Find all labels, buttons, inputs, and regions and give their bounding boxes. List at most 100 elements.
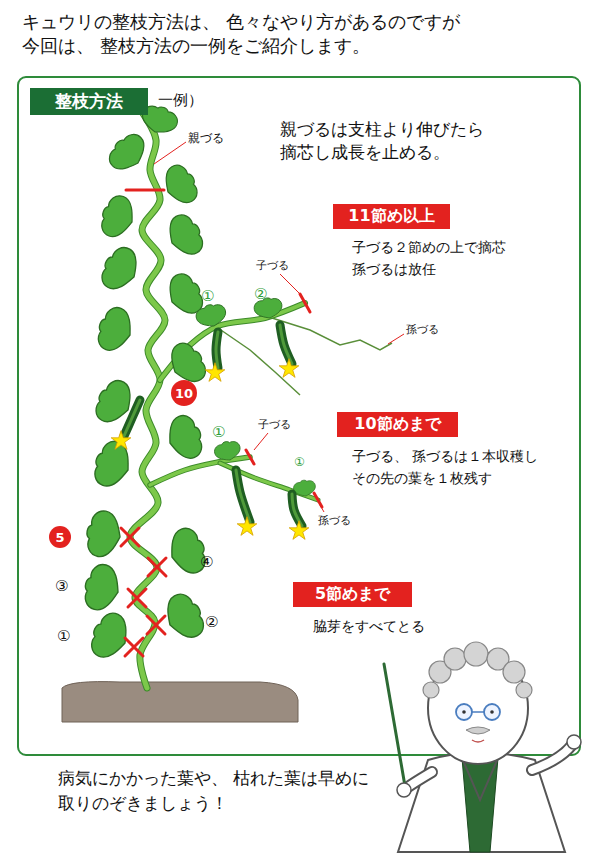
flower-star — [205, 363, 225, 382]
leader-line — [388, 334, 404, 344]
cut-x — [128, 589, 146, 607]
leaf — [213, 438, 243, 463]
intro-text: キュウリの整枝方法は、 色々なやり方があるのですが 今回は、 整枝方法の一例をご… — [22, 10, 477, 59]
callout-number: ① — [294, 454, 305, 471]
part-name: 孫づる — [406, 322, 439, 337]
node-marker: 5 — [49, 526, 71, 548]
callout-number: ① — [212, 422, 225, 443]
section-header: 整枝方法 — [30, 88, 148, 115]
callout-number: ③ — [55, 576, 68, 597]
doctor-character — [384, 642, 581, 852]
leaf — [95, 242, 145, 296]
leaf — [162, 210, 209, 262]
hair — [464, 642, 488, 666]
stage-band: 5節めまで — [293, 582, 412, 607]
hair — [444, 648, 466, 670]
glasses — [456, 704, 472, 720]
pointer-stick — [384, 664, 406, 792]
flower-star — [279, 359, 299, 378]
node-text: 10 — [175, 386, 193, 401]
cut-x — [125, 638, 143, 656]
cucumber-highlight — [280, 325, 292, 364]
arm — [532, 745, 572, 770]
leaf — [103, 128, 152, 177]
node-text: 5 — [55, 530, 64, 545]
hand — [397, 783, 411, 797]
glasses — [484, 704, 500, 720]
soil — [62, 682, 298, 722]
cucumber-highlight — [236, 470, 250, 522]
cut-x — [148, 558, 166, 576]
glasses-bridge — [472, 711, 484, 713]
part-name: 孫づる — [318, 513, 351, 528]
part-name: 子づる — [258, 417, 291, 432]
node-text: 10節めまで — [354, 414, 440, 435]
callout-number: ④ — [200, 552, 213, 573]
eye — [490, 710, 494, 714]
leaf — [92, 303, 137, 355]
callout-number: ① — [201, 286, 214, 307]
leader-line — [280, 274, 300, 294]
flower-star — [111, 431, 131, 450]
grandchild-vine — [218, 328, 300, 395]
leaf — [89, 437, 136, 492]
leader-line — [320, 505, 324, 512]
leader-line — [154, 142, 186, 164]
arm — [532, 745, 572, 770]
node-marker: 10 — [171, 380, 197, 406]
callout-number: ② — [254, 284, 267, 305]
cucumber — [292, 494, 302, 526]
flower-star — [237, 517, 257, 536]
mustache — [466, 727, 490, 734]
pinch-mark — [126, 189, 164, 192]
mouth — [472, 740, 484, 742]
note-text: 子づる、 孫づるは１本収穫し その先の葉を１枚残す — [352, 445, 557, 490]
caption-text: 病気にかかった葉や、 枯れた葉は早めに 取りのぞきましょう！ — [58, 766, 388, 815]
shirt — [462, 758, 498, 852]
cucumber-highlight — [124, 400, 140, 436]
cucumber — [280, 325, 292, 364]
cucumber-highlight — [292, 494, 302, 526]
hair — [516, 682, 532, 698]
note-text: 脇芽をすべてとる — [313, 617, 425, 637]
leaf — [83, 509, 124, 560]
note-text: 親づるは支柱より伸びたら 摘芯し成長を止める。 — [280, 118, 502, 164]
note-text: 一例） — [158, 90, 203, 111]
pinch-mark — [246, 450, 254, 464]
hair — [503, 661, 525, 683]
leaf — [162, 411, 207, 463]
cucumber — [236, 470, 250, 522]
pinch-mark — [314, 493, 322, 507]
cucumber — [124, 400, 140, 436]
part-name: 親づる — [188, 130, 224, 147]
cut-marks — [121, 190, 322, 656]
cucumber-highlight — [216, 332, 218, 368]
panel-frame — [18, 77, 580, 755]
stage-band: 10節めまで — [337, 412, 458, 437]
callout-number: ② — [205, 612, 218, 633]
leaf — [80, 561, 124, 614]
leaf — [158, 160, 203, 209]
leaf — [96, 192, 139, 242]
node-text: 整枝方法 — [55, 90, 123, 113]
cut-x — [121, 528, 139, 546]
leaf — [194, 301, 229, 330]
head — [428, 652, 528, 764]
part-name: 子づる — [256, 258, 289, 273]
cut-x — [147, 616, 165, 634]
node-text: 5節めまで — [315, 584, 390, 605]
leaves — [80, 101, 317, 664]
eye — [462, 710, 466, 714]
cucumbers — [111, 325, 309, 539]
hand — [567, 735, 581, 749]
hair — [423, 682, 439, 698]
grandchild-vine — [272, 318, 392, 350]
note-text: 子づる２節めの上で摘芯 孫づるは放任 — [352, 236, 527, 281]
callout-number: ① — [57, 626, 70, 647]
pinch-mark — [300, 294, 310, 312]
node-text: 11節め以上 — [348, 206, 434, 227]
stage-band: 11節め以上 — [333, 204, 450, 229]
flower-star — [289, 521, 309, 540]
leader-line — [254, 433, 268, 450]
